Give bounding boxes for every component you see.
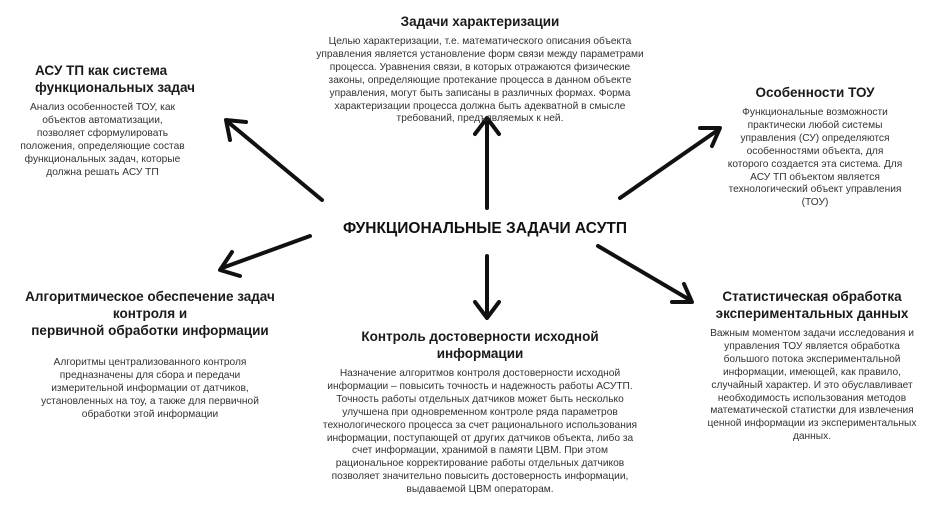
description-line: необходимость использования методов [717,392,907,404]
description-line: технологического процесса за счет рацион… [322,419,638,431]
description-line: счет информации, хранимой в памяти ЦВМ. … [352,445,608,457]
description-line: требований, предъявляемых к ней. [396,113,564,125]
block-algorithmic-support: Алгоритмическое обеспечение задач контрол… [0,288,300,422]
arrow-up-left [224,118,324,202]
description-line: случайный характер. И это обуславливает [711,379,913,391]
arrow-up [473,116,501,210]
description-line: управления ТОУ является обработка [724,340,900,352]
description-line: измерительной информации от датчиков, [51,382,249,394]
description-line: установленных на тоу, а также для первич… [41,395,259,407]
description-line: информации, поступающей от других датчик… [326,432,634,444]
description-line: позволяет сформулировать [36,127,169,139]
description-line: Важным моментом задачи исследования и [710,328,914,339]
block-data-reliability: Контроль достоверности исходной информаци… [295,328,665,497]
description-line: управления (СУ) определяются [740,132,890,144]
arrow-up-right [618,126,722,200]
description-line: объектов автоматизации, [42,114,163,126]
description-line: информации, имеющей, как правило, [722,366,901,378]
description-line: Алгоритмы централизованного контроля [53,357,247,368]
description-line: характеризации процесса должна быть адек… [334,100,626,112]
description-line: управления, могут быть записаны в различ… [329,87,631,99]
title-line: информации [436,346,524,361]
description-line: обработки этой информации [81,408,219,420]
description-line: особенностями объекта, для [746,145,884,157]
description-line: предназначены для сбора и передачи [59,369,241,381]
title-line: экспериментальных данных [715,306,909,321]
description-line: позволяет значительно повысить достоверн… [331,471,629,483]
description-line: положения, определяющие состав [20,140,185,152]
description-line: должна решать АСУ ТП [46,166,159,178]
description-line: математической статистки для извлечения [710,405,914,417]
block-description: Назначение алгоритмов контроля достоверн… [295,368,665,497]
central-topic: ФУНКЦИОНАЛЬНЫЕ ЗАДАЧИ АСУТП [343,220,627,237]
description-line: Анализ особенностей ТОУ, как [30,102,175,113]
title-line: Особенности ТОУ [755,85,875,100]
description-line: Точность работы отдельных датчиков может… [336,393,624,405]
arrow-down-right [596,244,694,304]
description-line: ценной информации из экспериментальных [707,418,917,430]
title-line: контроля и [112,306,188,321]
description-line: управления является установление форм св… [316,48,644,60]
description-line: данных. [792,431,832,443]
description-line: АСУ ТП объектом является [750,171,880,183]
description-line: рациональное корректирование работы отде… [335,458,625,470]
description-line: улучшена при одновременном контроле ряда… [342,406,618,418]
description-line: большого потока экспериментальной [723,353,901,365]
title-line: функциональных задач [35,80,195,95]
block-title: Контроль достоверности исходной информаци… [295,328,665,362]
description-line: практически любой системы [747,119,883,131]
block-statistical-processing: Статистическая обработка экспериментальны… [672,288,952,444]
description-line: информации – повысить точность и надежно… [327,380,633,392]
description-line: выдаваемой ЦВМ операторам. [406,484,554,496]
description-line: функциональных задач, которые [24,153,181,165]
title-line: АСУ ТП как система [35,63,168,78]
description-line: (ТОУ) [801,197,829,209]
block-title: Алгоритмическое обеспечение задач контрол… [0,288,300,339]
block-title: Задачи характеризации [280,13,680,30]
arrow-left [218,234,312,278]
title-line: Контроль достоверности исходной [361,329,599,344]
block-title: АСУ ТП как система функциональных задач [0,62,205,96]
title-line: Алгоритмическое обеспечение задач [25,289,275,304]
description-line: Функциональные возможности [742,107,888,118]
title-line: Задачи характеризации [400,14,560,29]
title-line: первичной обработки информации [31,323,269,338]
block-description: Целью характеризации, т.е. математическо… [280,36,680,126]
block-title: Статистическая обработка экспериментальны… [672,288,952,322]
description-line: процесса. Уравнения связи, в которых отр… [329,61,631,73]
description-line: Назначение алгоритмов контроля достоверн… [339,368,621,379]
description-line: технологический объект управления [728,184,902,196]
description-line: которого создается эта система. Для [727,158,903,170]
arrow-down [473,254,501,320]
block-tou-features: Особенности ТОУ Функциональные возможност… [690,84,940,210]
description-line: Целью характеризации, т.е. математическо… [328,36,632,47]
description-line: законы, определяющие протекание процесса… [328,74,632,86]
title-line: Статистическая обработка [722,289,902,304]
block-title: Особенности ТОУ [690,84,940,101]
